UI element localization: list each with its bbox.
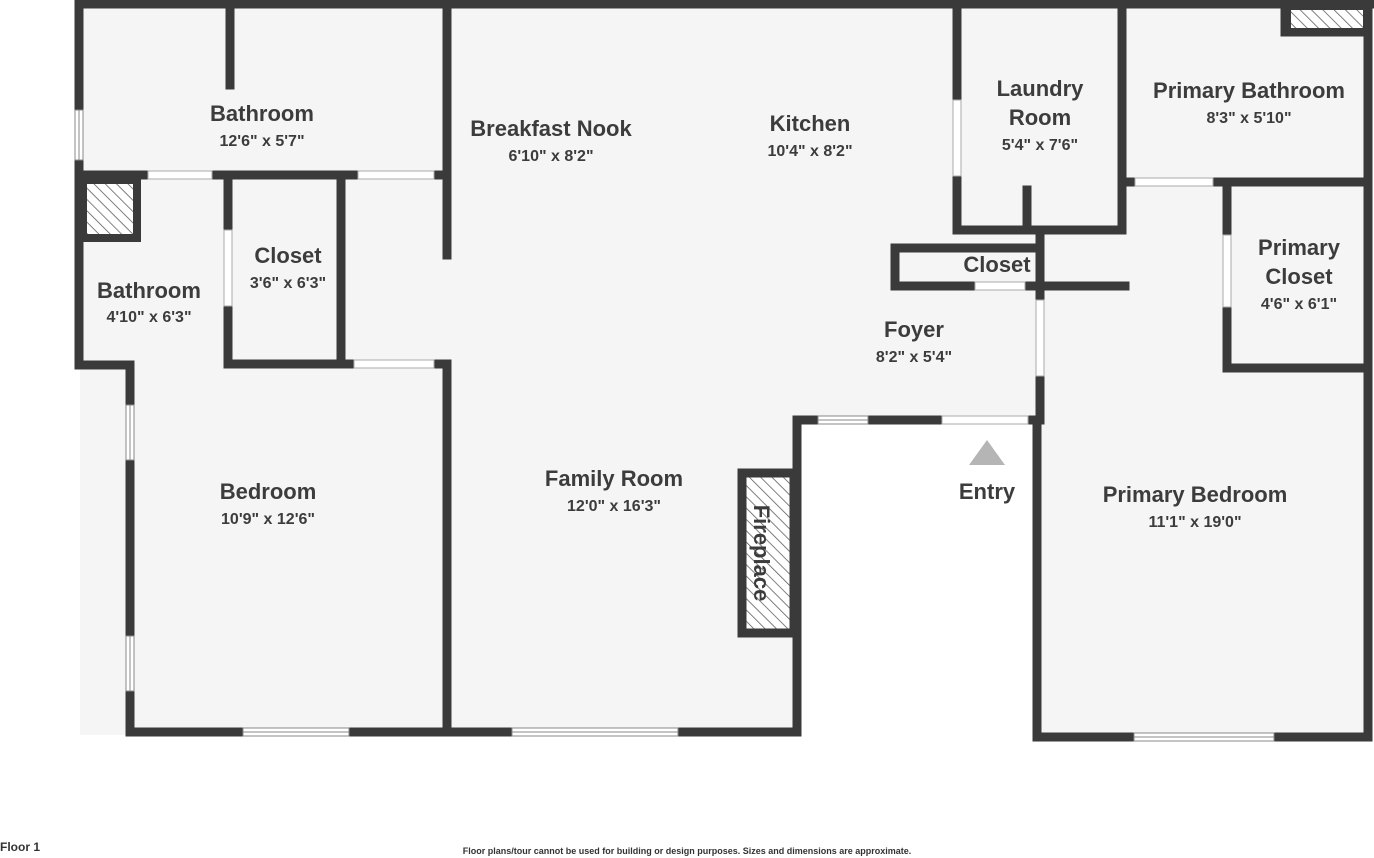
- room-family-room-name: Family Room: [545, 466, 683, 491]
- entry-marker-icon: [969, 440, 1005, 465]
- windows: [74, 109, 1275, 742]
- room-primary-bedroom-dims: 11'1" x 19'0": [1148, 514, 1241, 531]
- shaft-blocks: [79, 6, 1367, 242]
- room-primary-closet-name-line2: Closet: [1265, 264, 1333, 289]
- room-kitchen-dims: 10'4" x 8'2": [767, 143, 852, 160]
- room-primary-bathroom-dims: 8'3" x 5'10": [1206, 110, 1291, 127]
- room-primary-bathroom-name: Primary Bathroom: [1153, 78, 1345, 103]
- room-foyer-name: Foyer: [884, 317, 944, 342]
- room-family-room-dims: 12'0" x 16'3": [567, 498, 661, 515]
- room-primary-bedroom-name: Primary Bedroom: [1103, 482, 1288, 507]
- room-laundry-name-line2: Room: [1009, 105, 1071, 130]
- room-closet-left-name: Closet: [254, 243, 322, 268]
- room-breakfast-nook-name: Breakfast Nook: [470, 116, 632, 141]
- room-bathroom-top-dims: 12'6" x 5'7": [219, 133, 304, 150]
- room-closet-foyer-name: Closet: [963, 252, 1031, 277]
- disclaimer-text: Floor plans/tour cannot be used for buil…: [462, 846, 912, 856]
- room-foyer-dims: 8'2" x 5'4": [876, 349, 952, 366]
- room-primary-closet-name-line1: Primary: [1258, 235, 1341, 260]
- room-primary-closet-dims: 4'6" x 6'1": [1261, 296, 1337, 313]
- room-bathroom-top-name: Bathroom: [210, 101, 314, 126]
- room-bathroom-left-name: Bathroom: [97, 278, 201, 303]
- fireplace-label: Fireplace: [749, 505, 774, 602]
- room-bedroom-dims: 10'9" x 12'6": [221, 511, 315, 528]
- room-bedroom-name: Bedroom: [220, 479, 317, 504]
- room-entry-name: Entry: [959, 479, 1016, 504]
- room-bathroom-left-dims: 4'10" x 6'3": [106, 309, 191, 326]
- door-openings: [147, 99, 1232, 425]
- room-breakfast-nook-dims: 6'10" x 8'2": [508, 148, 593, 165]
- entry-area: [800, 420, 1037, 740]
- floor-label: Floor 1: [0, 840, 41, 854]
- room-laundry-name-line1: Laundry: [997, 76, 1085, 101]
- room-laundry-dims: 5'4" x 7'6": [1002, 137, 1078, 154]
- fireplace: [737, 468, 799, 638]
- room-labels: Bathroom 12'6" x 5'7" Bathroom 4'10" x 6…: [97, 76, 1345, 531]
- room-closet-left-dims: 3'6" x 6'3": [250, 275, 326, 292]
- room-kitchen-name: Kitchen: [770, 111, 851, 136]
